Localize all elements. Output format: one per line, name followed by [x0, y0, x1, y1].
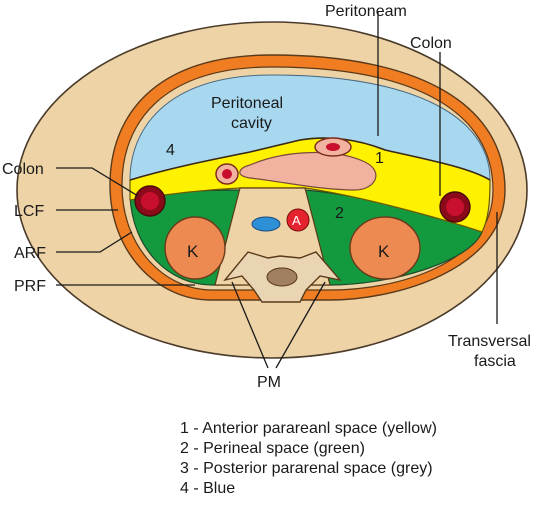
label-colon-left: Colon — [2, 161, 44, 178]
label-cavity-line2: cavity — [231, 115, 272, 132]
bowel-loop-center-lumen — [326, 143, 340, 151]
label-kidney-right: K — [378, 242, 390, 261]
kidney-left — [164, 216, 226, 280]
label-aorta: A — [292, 213, 301, 228]
label-peritoneam: Peritoneam — [325, 3, 407, 20]
label-transversal-line2: fascia — [474, 353, 516, 370]
legend-item-3: 3 - Posterior pararenal space (grey) — [180, 460, 433, 477]
legend: 1 - Anterior parareanl space (yellow) 2 … — [180, 420, 437, 497]
kidney-right — [349, 216, 421, 280]
pm-leader-left — [231, 281, 269, 369]
label-cavity-line1: Peritoneal — [211, 95, 283, 112]
legend-item-2: 2 - Perineal space (green) — [180, 440, 365, 457]
legend-item-4: 4 - Blue — [180, 480, 235, 497]
label-transversal-line1: Transversal — [448, 333, 531, 350]
label-pm: PM — [257, 374, 281, 391]
colon-left-leader — [56, 167, 139, 197]
colon-left-lumen — [141, 192, 159, 210]
legend-item-1: 1 - Anterior parareanl space (yellow) — [180, 420, 437, 437]
aorta — [286, 208, 310, 232]
label-space-4: 4 — [166, 142, 175, 159]
pm-leader-right — [275, 281, 326, 369]
label-prf: PRF — [14, 278, 46, 295]
arf-leader — [56, 231, 133, 253]
vertebral-body-center — [266, 267, 298, 287]
label-space-2: 2 — [335, 205, 344, 222]
label-lcf: LCF — [14, 203, 44, 220]
label-kidney-left: K — [187, 242, 199, 261]
bowel-loop-left-lumen — [222, 169, 232, 179]
inferior-vena-cava — [251, 216, 281, 232]
label-space-1: 1 — [375, 150, 384, 167]
colon-right-lumen — [446, 198, 464, 216]
label-arf: ARF — [14, 245, 46, 262]
label-colon-right: Colon — [410, 35, 452, 52]
